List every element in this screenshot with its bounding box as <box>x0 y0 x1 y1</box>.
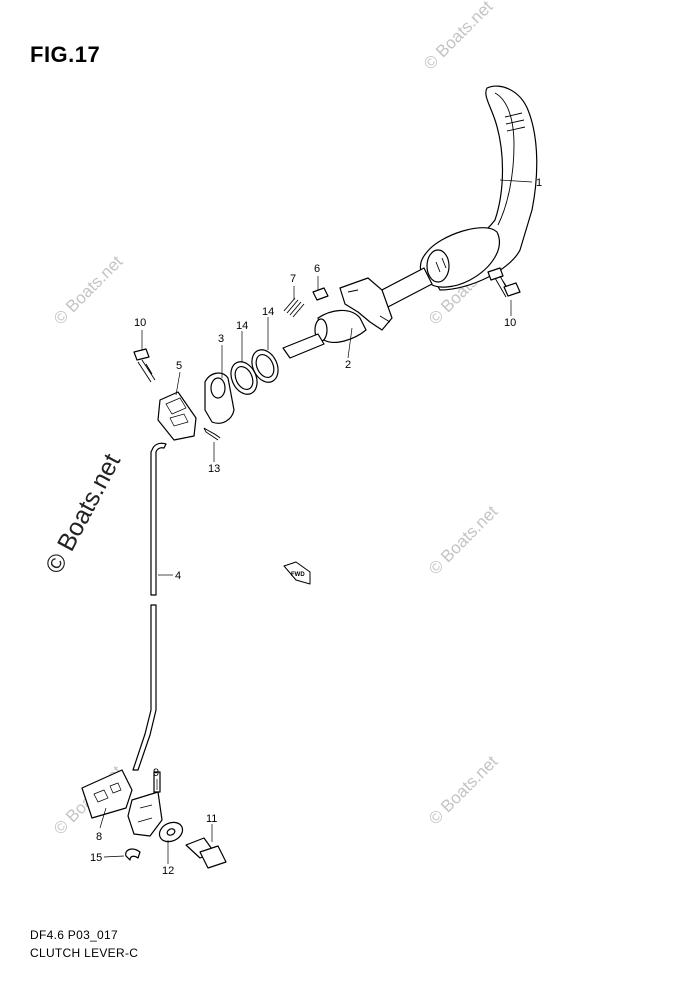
part-lower-bracket[interactable] <box>81 769 133 819</box>
part-pin[interactable] <box>312 287 329 301</box>
callout-15: 15 <box>90 852 102 864</box>
callout-8: 8 <box>96 831 102 843</box>
callout-9: 9 <box>153 767 159 779</box>
callout-3: 3 <box>218 333 224 345</box>
part-spring[interactable] <box>283 297 305 318</box>
callout-10-right: 10 <box>504 317 516 329</box>
part-washer[interactable] <box>226 358 262 399</box>
part-bolt-lower[interactable] <box>185 837 227 869</box>
part-washer-lower[interactable] <box>156 819 185 845</box>
part-connector[interactable] <box>127 791 163 837</box>
part-clutch-lever-handle[interactable] <box>419 85 538 291</box>
figure-code: DF4.6 P03_017 <box>30 928 118 942</box>
fwd-arrow-label: FWD <box>291 572 305 578</box>
callout-6: 6 <box>314 263 320 275</box>
part-shaft-bracket[interactable] <box>282 277 393 359</box>
callout-1: 1 <box>536 177 542 189</box>
callout-14-left: 14 <box>236 320 248 332</box>
callout-13: 13 <box>208 463 220 475</box>
part-linkage-bracket[interactable] <box>157 391 197 441</box>
callout-12: 12 <box>162 865 174 877</box>
fwd-arrow: FWD <box>283 561 311 585</box>
part-clip[interactable] <box>203 427 221 441</box>
callout-14-right: 14 <box>262 306 274 318</box>
leader-lines <box>99 179 533 864</box>
part-bolt-left[interactable] <box>133 348 156 383</box>
part-bolt-upper[interactable] <box>487 267 521 298</box>
callout-5: 5 <box>176 360 182 372</box>
callout-10-left: 10 <box>134 317 146 329</box>
part-clutch-rod[interactable] <box>132 442 167 771</box>
part-plate[interactable] <box>204 372 235 424</box>
part-snap-ring[interactable] <box>125 848 141 861</box>
figure-name: CLUTCH LEVER-C <box>30 946 139 960</box>
figure-title: FIG.17 <box>30 42 101 67</box>
callout-7: 7 <box>290 273 296 285</box>
callout-4: 4 <box>175 570 181 582</box>
callout-11: 11 <box>206 813 217 825</box>
callout-2: 2 <box>345 359 351 371</box>
